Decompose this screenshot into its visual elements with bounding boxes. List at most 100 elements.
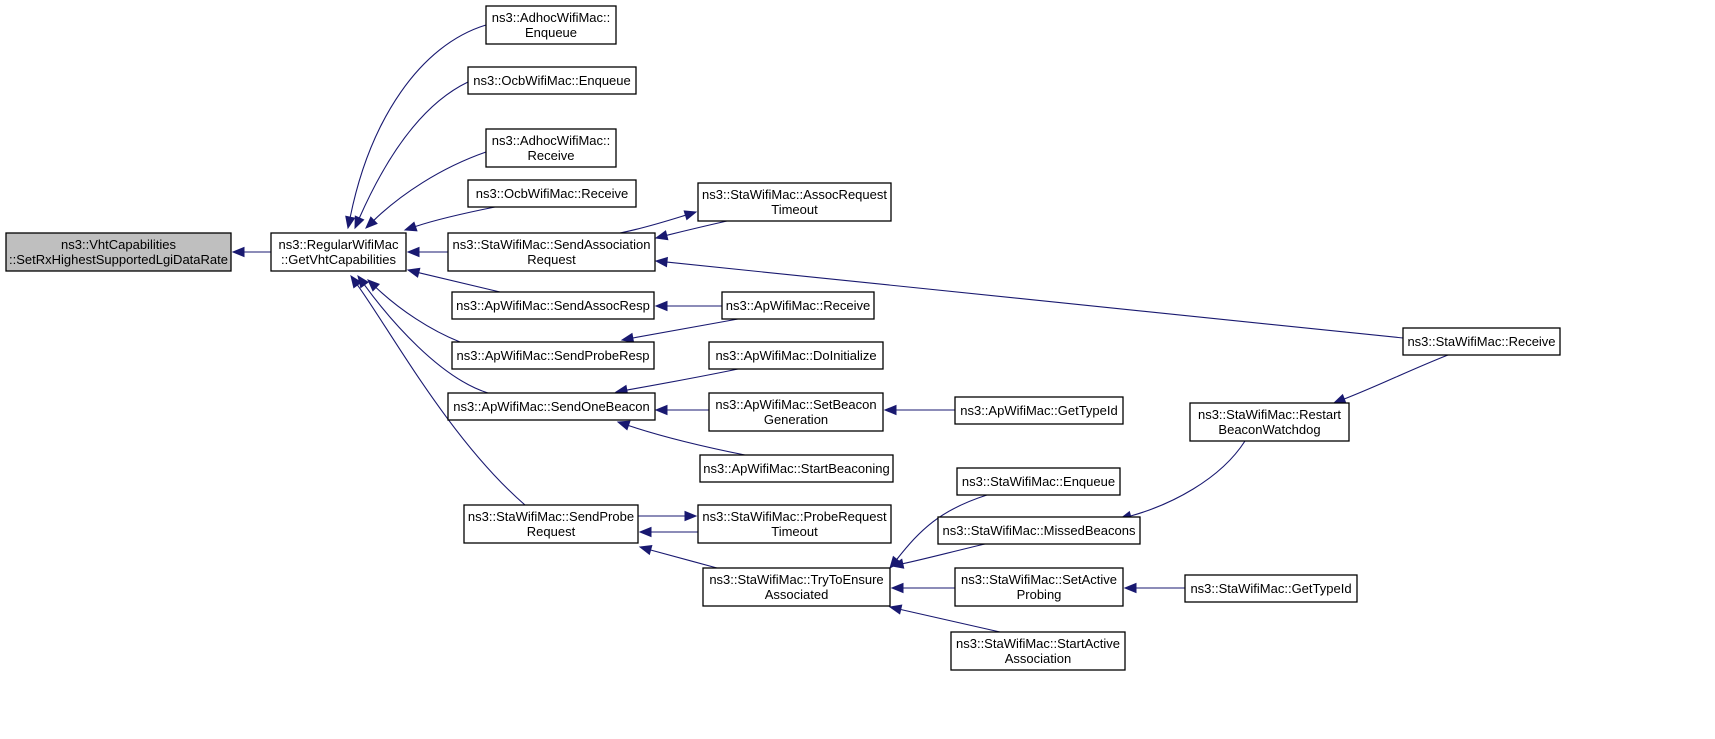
node-label: ns3::ApWifiMac::SetBeacon [715,397,876,412]
arrowhead-icon [638,545,653,556]
node-label: ns3::StaWifiMac::SetActive [961,572,1117,587]
edge-line [373,151,487,221]
node-adhocEnq[interactable]: ns3::AdhocWifiMac::Enqueue [485,5,617,45]
node-label: ns3::ApWifiMac::GetTypeId [960,403,1118,418]
node-box [721,291,875,320]
node-label: Association [1005,651,1071,666]
node-ocbEnq[interactable]: ns3::OcbWifiMac::Enqueue [467,66,637,95]
node-getvht[interactable]: ns3::RegularWifiMac::GetVhtCapabilities [270,232,407,272]
arrowhead-icon [684,510,698,522]
node-staEnq[interactable]: ns3::StaWifiMac::Enqueue [956,467,1121,496]
node-apGetTypeId[interactable]: ns3::ApWifiMac::GetTypeId [954,396,1124,425]
arrowhead-icon [888,604,903,615]
edge-apGetTypeId-to-apSetBeaconGen [883,404,955,416]
node-box [1189,402,1350,442]
node-apRecv[interactable]: ns3::ApWifiMac::Receive [721,291,875,320]
node-ocbRecv[interactable]: ns3::OcbWifiMac::Receive [467,179,637,208]
edge-getvht-to-vht [231,246,271,258]
arrowhead-icon [1123,582,1137,594]
node-apSendOneBeacon[interactable]: ns3::ApWifiMac::SendOneBeacon [447,392,656,421]
node-label: ns3::StaWifiMac::Restart [1198,407,1341,422]
arrowhead-icon [403,221,418,232]
node-box [954,396,1124,425]
node-apSendProbeResp[interactable]: ns3::ApWifiMac::SendProbeResp [451,341,655,370]
node-apDoInit[interactable]: ns3::ApWifiMac::DoInitialize [708,341,884,370]
node-label: ns3::StaWifiMac::ProbeRequest [702,509,887,524]
node-box [699,454,894,483]
edge-adhocRecv-to-getvht [365,151,487,229]
edge-ocbRecv-to-getvht [403,206,496,232]
arrowhead-icon [654,256,668,268]
edge-apSetBeaconGen-to-apSendOneBeacon [654,404,709,416]
node-adhocRecv[interactable]: ns3::AdhocWifiMac::Receive [485,128,617,168]
node-label: Generation [764,412,828,427]
node-box [270,232,407,272]
node-box [5,232,232,272]
edge-line [666,220,728,236]
edge-line [356,284,526,506]
node-box [485,5,617,45]
node-label: ns3::RegularWifiMac [279,237,399,252]
node-box [937,516,1141,545]
node-box [708,392,884,432]
edge-staAssocTimeout-to-staSendAssoc [654,220,728,241]
node-box [950,631,1126,671]
edge-apDoInit-to-apSendOneBeacon [614,368,739,396]
arrowhead-icon [365,216,378,229]
node-label: ns3::VhtCapabilities [61,237,176,252]
node-label: Request [527,524,576,539]
node-label: Timeout [771,524,818,539]
arrowhead-icon [1332,393,1347,404]
node-staMissed[interactable]: ns3::StaWifiMac::MissedBeacons [937,516,1141,545]
edge-staProbeTimeout-to-staSendProbe [638,526,698,538]
node-label: Enqueue [525,25,577,40]
node-label: ns3::StaWifiMac::SendProbe [468,509,634,524]
edge-staMissed-to-staTryEnsure [890,543,986,569]
edge-staRestart-to-staMissed [1118,440,1246,521]
node-box [451,341,655,370]
node-label: ns3::StaWifiMac::AssocRequest [702,187,887,202]
node-box [956,467,1121,496]
arrowhead-icon [345,215,356,230]
node-box [697,182,892,222]
node-apStartBeaconing[interactable]: ns3::ApWifiMac::StartBeaconing [699,454,894,483]
edge-line [1130,440,1246,517]
node-box [1402,327,1561,356]
edge-line [628,424,746,456]
node-box [467,179,637,208]
node-label: ns3::StaWifiMac::TryToEnsure [709,572,883,587]
node-staRecv[interactable]: ns3::StaWifiMac::Receive [1402,327,1561,356]
arrowhead-icon [231,246,245,258]
edge-ocbEnq-to-getvht [354,81,469,230]
node-label: Receive [528,148,575,163]
arrowhead-icon [406,267,421,278]
node-vht[interactable]: ns3::VhtCapabilities::SetRxHighestSuppor… [5,232,232,272]
node-label: ns3::ApWifiMac::DoInitialize [715,348,876,363]
node-apSendAssocResp[interactable]: ns3::ApWifiMac::SendAssocResp [451,291,655,320]
node-label: ns3::StaWifiMac::MissedBeacons [943,523,1136,538]
node-label: Probing [1017,587,1062,602]
edge-line [415,206,496,228]
edge-staRecv-to-staRestart [1332,354,1449,404]
node-label: ns3::StaWifiMac::SendAssociation [453,237,651,252]
arrowhead-icon [683,210,698,221]
arrowhead-icon [654,404,668,416]
node-staGetTypeId[interactable]: ns3::StaWifiMac::GetTypeId [1184,574,1358,603]
arrowhead-icon [350,274,362,289]
arrowhead-icon [883,404,897,416]
edge-line [650,549,718,569]
edge-line [626,368,739,391]
edge-line [358,81,469,219]
edge-apSendAssocResp-to-getvht [406,267,501,293]
edge-line [896,494,988,560]
arrowhead-icon [406,246,420,258]
